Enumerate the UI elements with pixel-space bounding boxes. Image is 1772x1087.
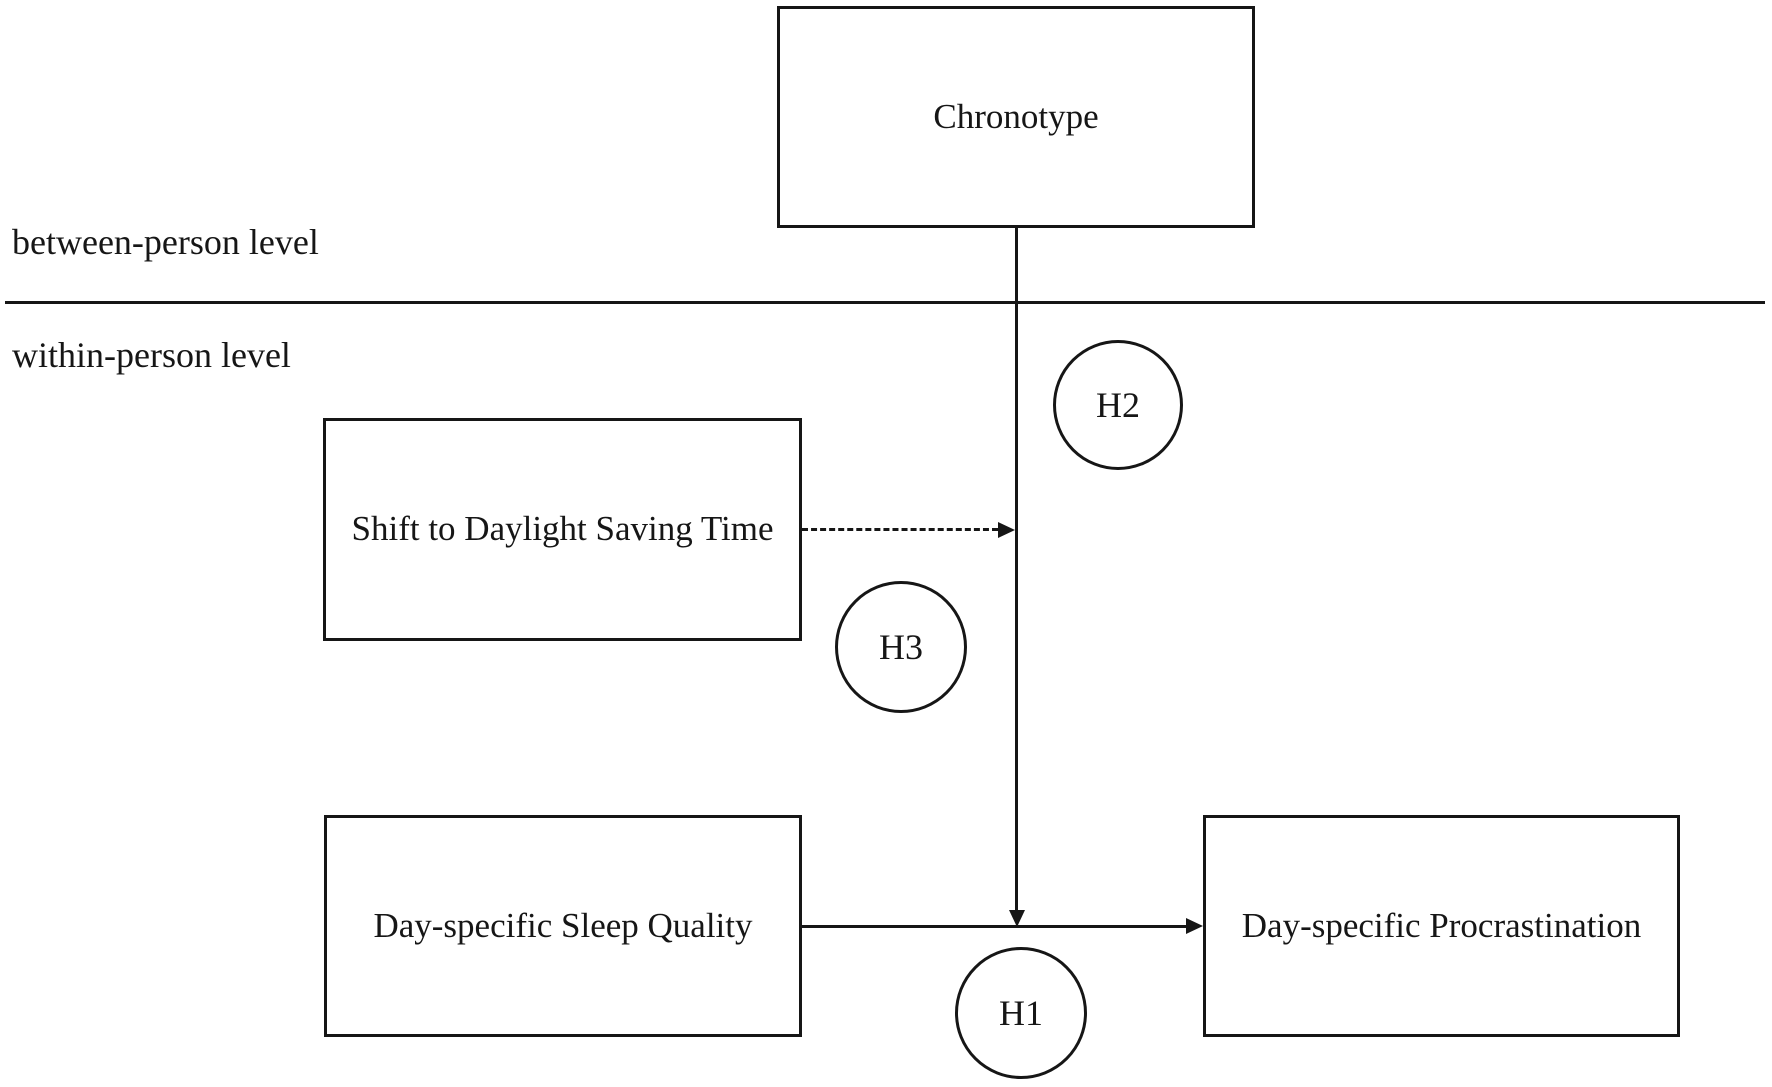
within-person-level-label: within-person level bbox=[12, 335, 291, 375]
node-day-specific-procrastination: Day-specific Procrastination bbox=[1203, 815, 1680, 1037]
hypothesis-circle-h3: H3 bbox=[835, 581, 967, 713]
hypothesis-circle-h2: H2 bbox=[1053, 340, 1183, 470]
arrowhead-right-icon bbox=[1186, 918, 1203, 934]
edge-chronotype-moderation-line bbox=[1015, 228, 1018, 910]
node-day-specific-sleep-quality: Day-specific Sleep Quality bbox=[324, 815, 802, 1037]
between-person-level-label: between-person level bbox=[12, 222, 319, 262]
node-chronotype: Chronotype bbox=[777, 6, 1255, 228]
arrowhead-down-icon bbox=[1009, 910, 1025, 927]
node-label: Chronotype bbox=[933, 96, 1099, 136]
node-label: Day-specific Procrastination bbox=[1241, 905, 1642, 945]
node-label: Shift to Daylight Saving Time bbox=[351, 509, 774, 549]
hypothesis-label: H3 bbox=[879, 627, 923, 667]
hypothesis-circle-h1: H1 bbox=[955, 947, 1087, 1079]
edge-dst-shift-dashed-line bbox=[802, 528, 998, 531]
node-label: Day-specific Sleep Quality bbox=[373, 905, 753, 945]
level-separator-line bbox=[5, 301, 1765, 304]
node-shift-to-daylight-saving-time: Shift to Daylight Saving Time bbox=[323, 418, 802, 641]
hypothesis-label: H2 bbox=[1096, 385, 1140, 425]
hypothesis-label: H1 bbox=[999, 993, 1043, 1033]
edge-sleep-to-procrastination-line bbox=[802, 925, 1188, 928]
arrowhead-right-icon bbox=[998, 522, 1015, 538]
